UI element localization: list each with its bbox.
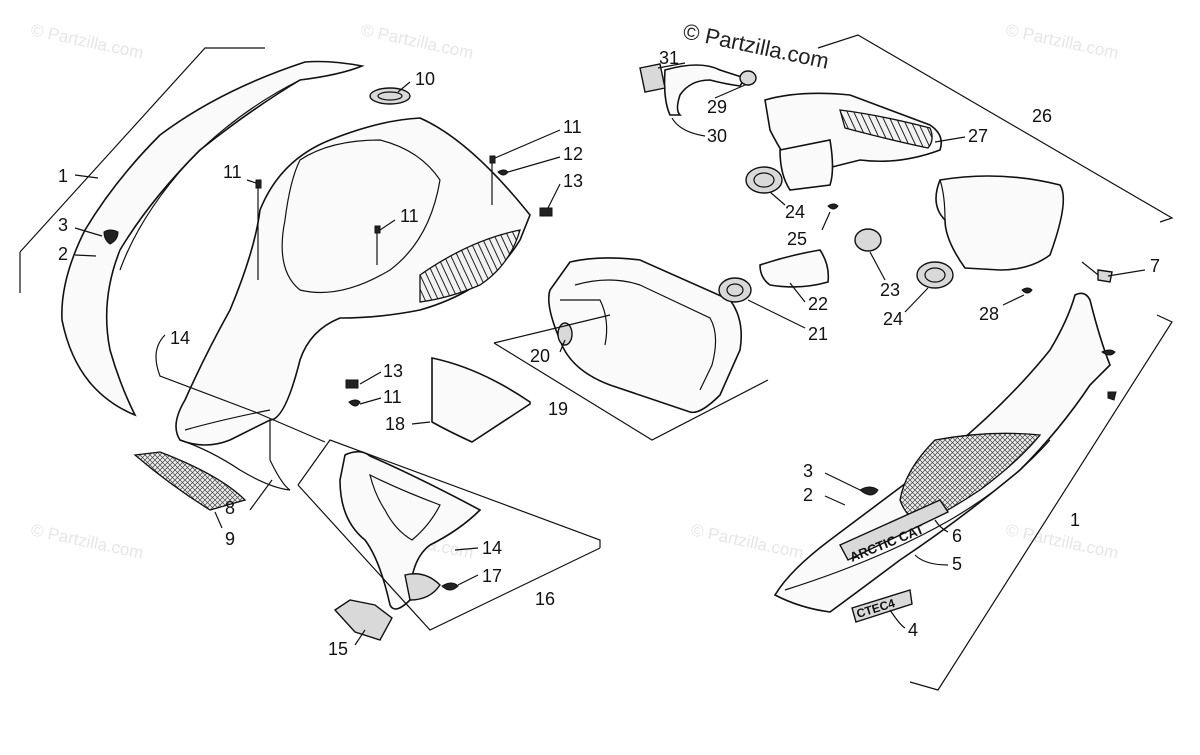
grommet-10 <box>369 87 411 105</box>
callout-14-b: 14 <box>482 538 502 558</box>
callout-14-a: 14 <box>170 328 190 348</box>
callout-7: 7 <box>1150 256 1160 276</box>
callout-27: 27 <box>968 126 988 146</box>
callout-31: 31 <box>659 48 679 68</box>
clamp-31 <box>639 63 666 93</box>
callout-6: 6 <box>952 526 962 546</box>
duct-22 <box>759 249 830 288</box>
air-box-assembly <box>547 249 830 414</box>
decal-4 <box>851 589 913 623</box>
clip-28 <box>1021 287 1033 294</box>
leader-bracket-19 <box>493 314 769 441</box>
intake-assembly <box>639 63 1113 294</box>
nose-hood-assembly <box>175 87 553 491</box>
leader-bracket-26 <box>817 34 1174 223</box>
callout-29: 29 <box>707 97 727 117</box>
callout-18: 18 <box>385 414 405 434</box>
callout-11-d: 11 <box>383 387 402 407</box>
watermark: © Partzilla.com <box>29 20 145 62</box>
callout-3-right: 3 <box>803 461 813 481</box>
callout-5: 5 <box>952 554 962 574</box>
callout-30: 30 <box>707 126 727 146</box>
left-side-panel <box>61 60 365 417</box>
callout-21: 21 <box>808 324 828 344</box>
callout-11-c: 11 <box>563 117 582 137</box>
callout-20: 20 <box>530 346 550 366</box>
callout-9: 9 <box>225 529 235 549</box>
callout-24-a: 24 <box>785 202 805 222</box>
grille-9 <box>133 451 247 511</box>
decal-model-text: CTEC4 <box>855 596 897 621</box>
seal-24-bottom <box>916 261 954 289</box>
callout-16: 16 <box>535 589 555 609</box>
leader-bracket-16 <box>297 439 601 631</box>
callout-19: 19 <box>548 399 568 419</box>
callout-2-right: 2 <box>803 485 813 505</box>
fastener-7 <box>1097 269 1113 283</box>
seal-20 <box>557 322 573 346</box>
callout-28: 28 <box>979 304 999 324</box>
decal-5 <box>839 499 950 561</box>
callout-11-b: 11 <box>400 206 419 226</box>
hose-30 <box>663 64 747 116</box>
watermark: © Partzilla.com <box>29 520 145 562</box>
callout-4: 4 <box>908 620 918 640</box>
clip-13-top <box>539 207 553 217</box>
leader-bracket-1-left <box>19 47 265 293</box>
callout-3-left: 3 <box>58 215 68 235</box>
watermark: © Partzilla.com <box>1004 20 1120 62</box>
window-film-18 <box>431 357 531 443</box>
rivet-3-right <box>859 486 879 496</box>
clip-25 <box>827 203 839 210</box>
watermark: © Partzilla.com <box>689 520 805 562</box>
clip-12 <box>497 169 509 176</box>
callout-2-left: 2 <box>58 244 68 264</box>
watermark: © Partzilla.com <box>1004 520 1120 562</box>
callout-25: 25 <box>787 229 807 249</box>
callout-12: 12 <box>563 144 583 164</box>
callout-26: 26 <box>1032 106 1052 126</box>
callout-10: 10 <box>415 69 435 89</box>
belly-pan-assembly <box>333 450 482 641</box>
callout-8: 8 <box>225 498 235 518</box>
callout-24-b: 24 <box>883 309 903 329</box>
fastener-17 <box>441 582 459 591</box>
fitting-29 <box>739 70 757 86</box>
grommet-21 <box>718 277 752 303</box>
callout-17: 17 <box>482 566 502 586</box>
callout-1-right: 1 <box>1070 510 1080 530</box>
clamp-23 <box>854 228 882 252</box>
callout-11-a: 11 <box>223 162 242 182</box>
seal-24-top <box>745 166 783 194</box>
callout-15: 15 <box>328 639 348 659</box>
right-side-panel: ARCTIC CAT CTEC4 <box>773 292 1117 623</box>
callout-1-left: 1 <box>58 166 68 186</box>
leader-bracket-1-right <box>909 314 1173 691</box>
watermark: © Partzilla.com <box>359 20 475 62</box>
callout-22: 22 <box>808 294 828 314</box>
bracket-15 <box>333 599 393 641</box>
left-panel-rivet <box>103 229 119 245</box>
callout-13-a: 13 <box>563 171 583 191</box>
callout-13-b: 13 <box>383 361 403 381</box>
callout-23: 23 <box>880 280 900 300</box>
